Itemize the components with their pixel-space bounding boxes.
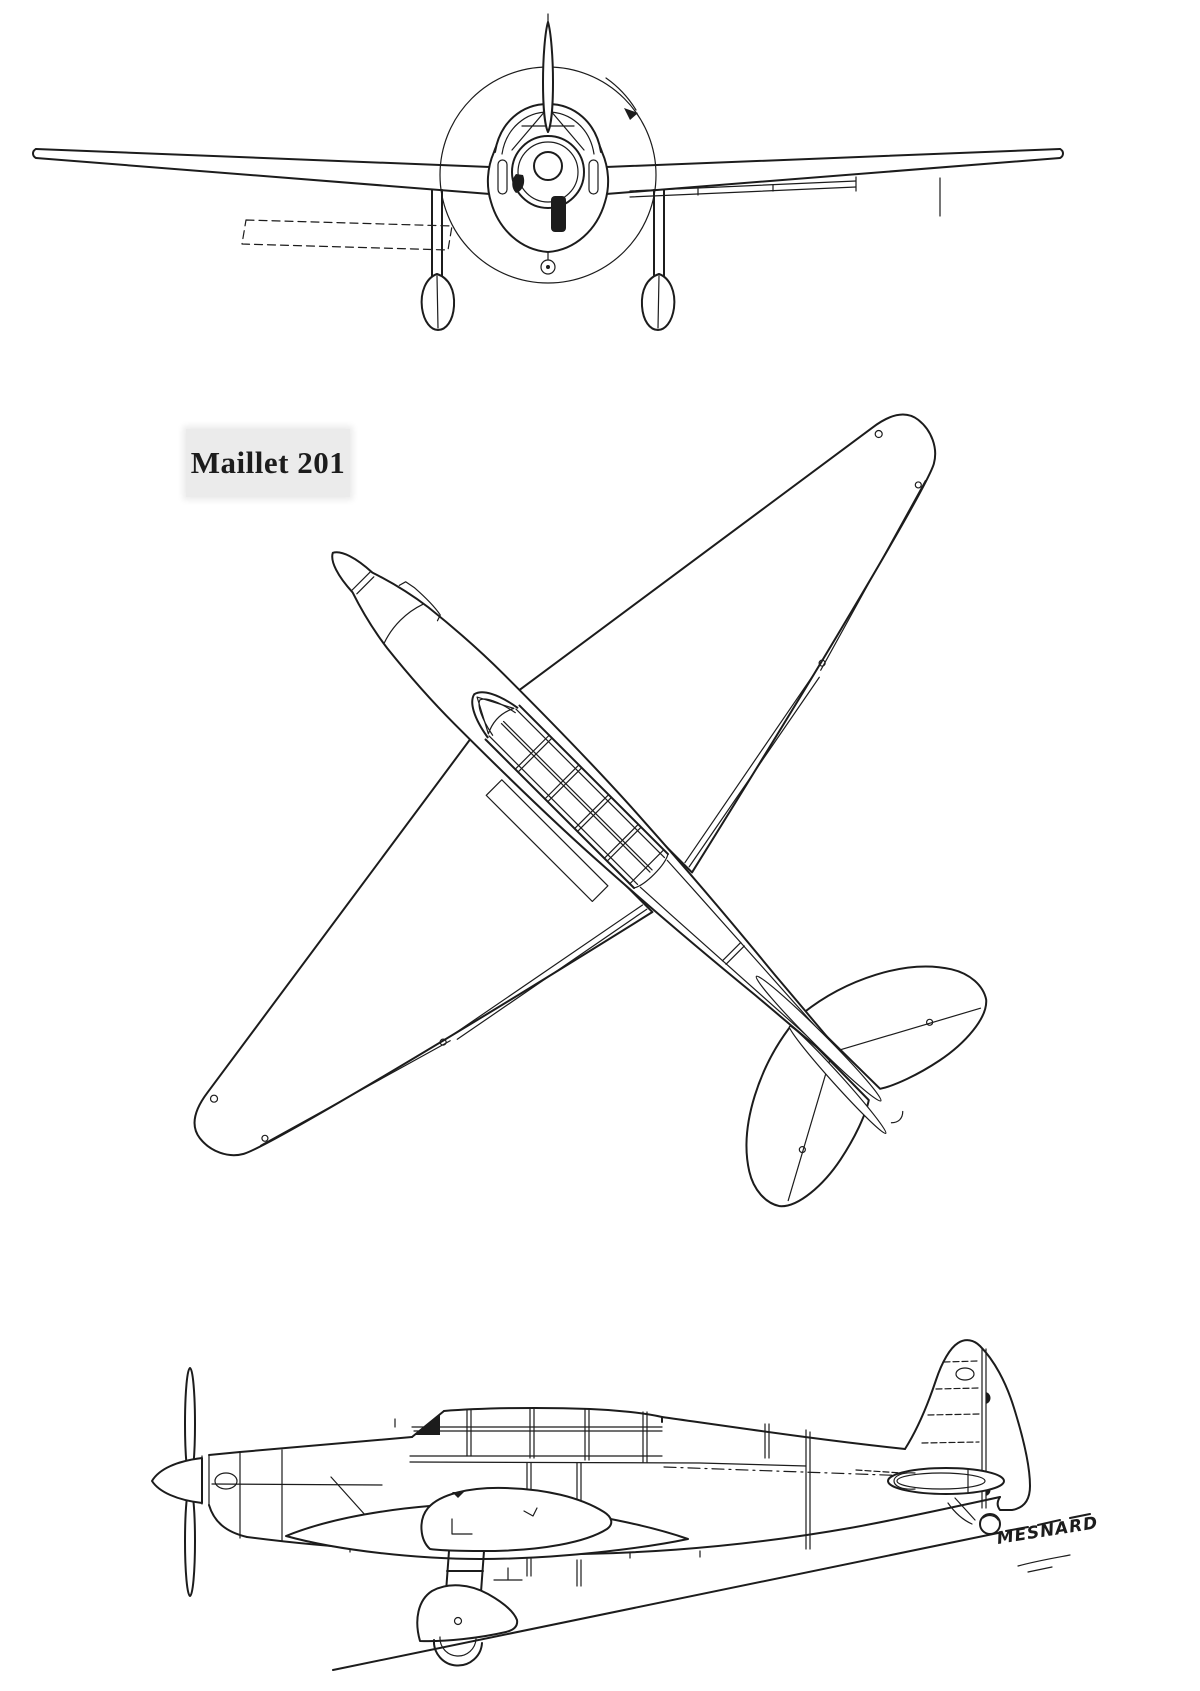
- plan-view: [193, 413, 988, 1208]
- thrust-centerline: [663, 1466, 941, 1478]
- walkway-panel: [485, 779, 609, 903]
- windshield-quarter-pane: [415, 1415, 440, 1435]
- front-tailwheel: [540, 259, 556, 275]
- title-text: Maillet 201: [190, 445, 346, 480]
- plan-fin: [755, 975, 904, 1135]
- front-spinner: [511, 135, 585, 209]
- flap-dashed-outline: [241, 219, 453, 251]
- side-tailwheel: [947, 1497, 1001, 1535]
- side-landing-gear: [416, 1486, 613, 1667]
- main-wheel: [432, 1639, 483, 1667]
- exhaust-opening: [214, 1472, 238, 1490]
- side-view: [151, 1339, 1091, 1671]
- plan-canopy: [471, 691, 669, 889]
- front-view: [32, 13, 1064, 331]
- cooling-intake: [512, 174, 525, 193]
- plan-stabilizer: [745, 965, 988, 1208]
- side-nose: [151, 1449, 383, 1542]
- front-wings: [32, 148, 1064, 251]
- signature-underline: [1017, 1554, 1071, 1573]
- front-landing-gear: [420, 189, 676, 331]
- side-canopy: [394, 1406, 807, 1504]
- plan-wings: [193, 413, 937, 1157]
- title-label: Maillet 201: [186, 429, 350, 497]
- air-intake: [551, 196, 566, 232]
- ground-line: [332, 1513, 1091, 1671]
- front-fuselage: [486, 103, 610, 275]
- propeller-blade: [542, 13, 554, 133]
- side-stabilizer: [855, 1467, 1005, 1495]
- rotation-arrow-icon: [624, 108, 638, 120]
